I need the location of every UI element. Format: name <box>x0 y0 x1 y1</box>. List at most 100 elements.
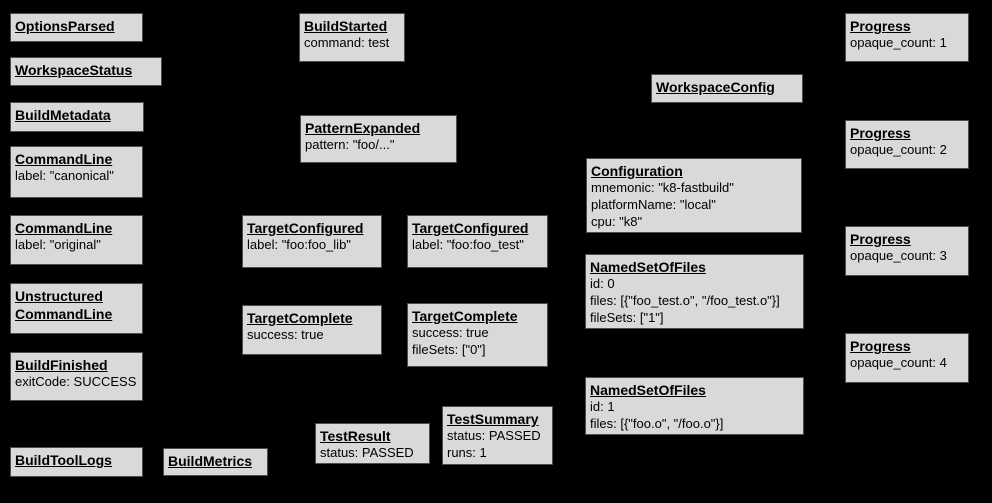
event-title-group: WorkspaceConfig <box>656 78 798 96</box>
event-title: TestResult <box>320 428 391 444</box>
event-title-group: TestResult <box>320 427 425 445</box>
event-field: exitCode: SUCCESS <box>15 374 137 390</box>
event-field: status: PASSED <box>320 445 414 461</box>
event-field: files: [{"foo_test.o", "/foo_test.o"}] <box>590 293 780 309</box>
event-field-group: opaque_count: 3 <box>850 248 964 265</box>
event-box-test-result: TestResult status: PASSED <box>315 423 430 464</box>
event-title-group: BuildMetrics <box>168 452 263 470</box>
event-box-configuration: Configuration mnemonic: "k8-fastbuild"pl… <box>586 158 802 233</box>
event-title: TargetComplete <box>247 310 353 326</box>
event-box-build-tool-logs: BuildToolLogs <box>10 447 143 477</box>
event-box-progress-1: Progress opaque_count: 1 <box>845 13 969 62</box>
event-field: platformName: "local" <box>591 197 716 213</box>
event-field-group: status: PASSED <box>320 445 425 462</box>
event-box-target-configured-foo-test: TargetConfigured label: "foo:foo_test" <box>407 215 548 268</box>
event-title-group: TargetConfigured <box>412 219 543 237</box>
event-field-group: opaque_count: 2 <box>850 142 964 159</box>
event-title-group: CommandLine <box>15 150 138 168</box>
event-title: TargetComplete <box>412 308 518 324</box>
event-field: success: true <box>247 327 324 343</box>
event-title: NamedSetOfFiles <box>590 382 706 398</box>
event-field-group: pattern: "foo/..." <box>305 137 452 154</box>
event-box-progress-2: Progress opaque_count: 2 <box>845 120 969 169</box>
event-field-group: command: test <box>304 35 400 52</box>
event-title-group: TargetComplete <box>412 307 543 325</box>
event-title: WorkspaceConfig <box>656 79 775 95</box>
event-field: opaque_count: 1 <box>850 35 947 51</box>
event-field: label: "foo:foo_test" <box>412 237 524 253</box>
event-title: Configuration <box>591 163 683 179</box>
event-title-group: BuildStarted <box>304 17 400 35</box>
event-box-command-line-original: CommandLine label: "original" <box>10 215 143 265</box>
event-title: CommandLine <box>15 151 113 167</box>
event-field-group: label: "canonical" <box>15 168 138 185</box>
event-title-group: Progress <box>850 337 964 355</box>
event-title-group: TargetComplete <box>247 309 377 327</box>
event-field-group: exitCode: SUCCESS <box>15 374 138 391</box>
event-field: fileSets: ["1"] <box>590 309 664 325</box>
event-box-build-metadata: BuildMetadata <box>10 102 144 132</box>
event-title-group: TestSummary <box>447 410 548 428</box>
event-title: NamedSetOfFiles <box>590 259 706 275</box>
event-title: BuildToolLogs <box>15 452 112 468</box>
event-title: BuildMetrics <box>168 453 253 469</box>
event-title-group: Progress <box>850 17 964 35</box>
event-field: status: PASSED <box>447 428 541 444</box>
event-title-group: WorkspaceStatus <box>15 61 157 79</box>
event-box-options-parsed: OptionsParsed <box>10 13 143 42</box>
event-title: Progress <box>850 231 911 247</box>
event-box-target-complete-lib: TargetComplete success: true <box>242 305 382 355</box>
event-box-build-started: BuildStarted command: test <box>299 13 405 62</box>
event-field: label: "original" <box>15 237 101 253</box>
event-field: files: [{"foo.o", "/foo.o"}] <box>590 416 724 432</box>
event-field: label: "foo:foo_lib" <box>247 237 351 253</box>
event-title: BuildMetadata <box>15 107 111 123</box>
event-title: PatternExpanded <box>305 120 421 136</box>
event-field: pattern: "foo/..." <box>305 137 395 153</box>
event-box-workspace-status: WorkspaceStatus <box>10 57 162 86</box>
event-title: Unstructured <box>15 288 103 304</box>
event-title-group: BuildFinished <box>15 356 138 374</box>
event-field: id: 0 <box>590 276 615 292</box>
event-title: WorkspaceStatus <box>15 62 133 78</box>
event-title-group: NamedSetOfFiles <box>590 258 799 276</box>
event-title: TargetConfigured <box>247 220 364 236</box>
event-title-group: CommandLine <box>15 219 138 237</box>
event-title-group: BuildMetadata <box>15 106 139 124</box>
event-field: command: test <box>304 35 390 51</box>
event-box-target-configured-foo-lib: TargetConfigured label: "foo:foo_lib" <box>242 215 382 268</box>
event-box-build-finished: BuildFinished exitCode: SUCCESS <box>10 352 143 401</box>
event-title: OptionsParsed <box>15 18 115 34</box>
event-title: CommandLine <box>15 220 113 236</box>
event-field: runs: 1 <box>447 445 487 461</box>
event-field: fileSets: ["0"] <box>412 342 486 358</box>
event-box-build-metrics: BuildMetrics <box>163 448 268 476</box>
event-field-group: label: "foo:foo_test" <box>412 237 543 254</box>
event-title: BuildFinished <box>15 357 108 373</box>
event-field-group: label: "foo:foo_lib" <box>247 237 377 254</box>
event-title-group: BuildToolLogs <box>15 451 138 469</box>
event-title: CommandLine <box>15 306 113 323</box>
event-box-workspace-config: WorkspaceConfig <box>651 74 803 103</box>
event-title: Progress <box>850 338 911 354</box>
event-title: Progress <box>850 125 911 141</box>
event-field: label: "canonical" <box>15 168 114 184</box>
event-field: opaque_count: 4 <box>850 355 947 371</box>
event-field: mnemonic: "k8-fastbuild" <box>591 180 734 196</box>
event-title: TargetConfigured <box>412 220 529 236</box>
event-field: opaque_count: 3 <box>850 248 947 264</box>
event-field-group: opaque_count: 1 <box>850 35 964 52</box>
event-title: Progress <box>850 18 911 34</box>
event-field: id: 1 <box>590 399 615 415</box>
event-field: success: true <box>412 325 489 341</box>
event-box-pattern-expanded: PatternExpanded pattern: "foo/..." <box>300 115 457 163</box>
event-field-group: mnemonic: "k8-fastbuild"platformName: "l… <box>591 180 797 231</box>
